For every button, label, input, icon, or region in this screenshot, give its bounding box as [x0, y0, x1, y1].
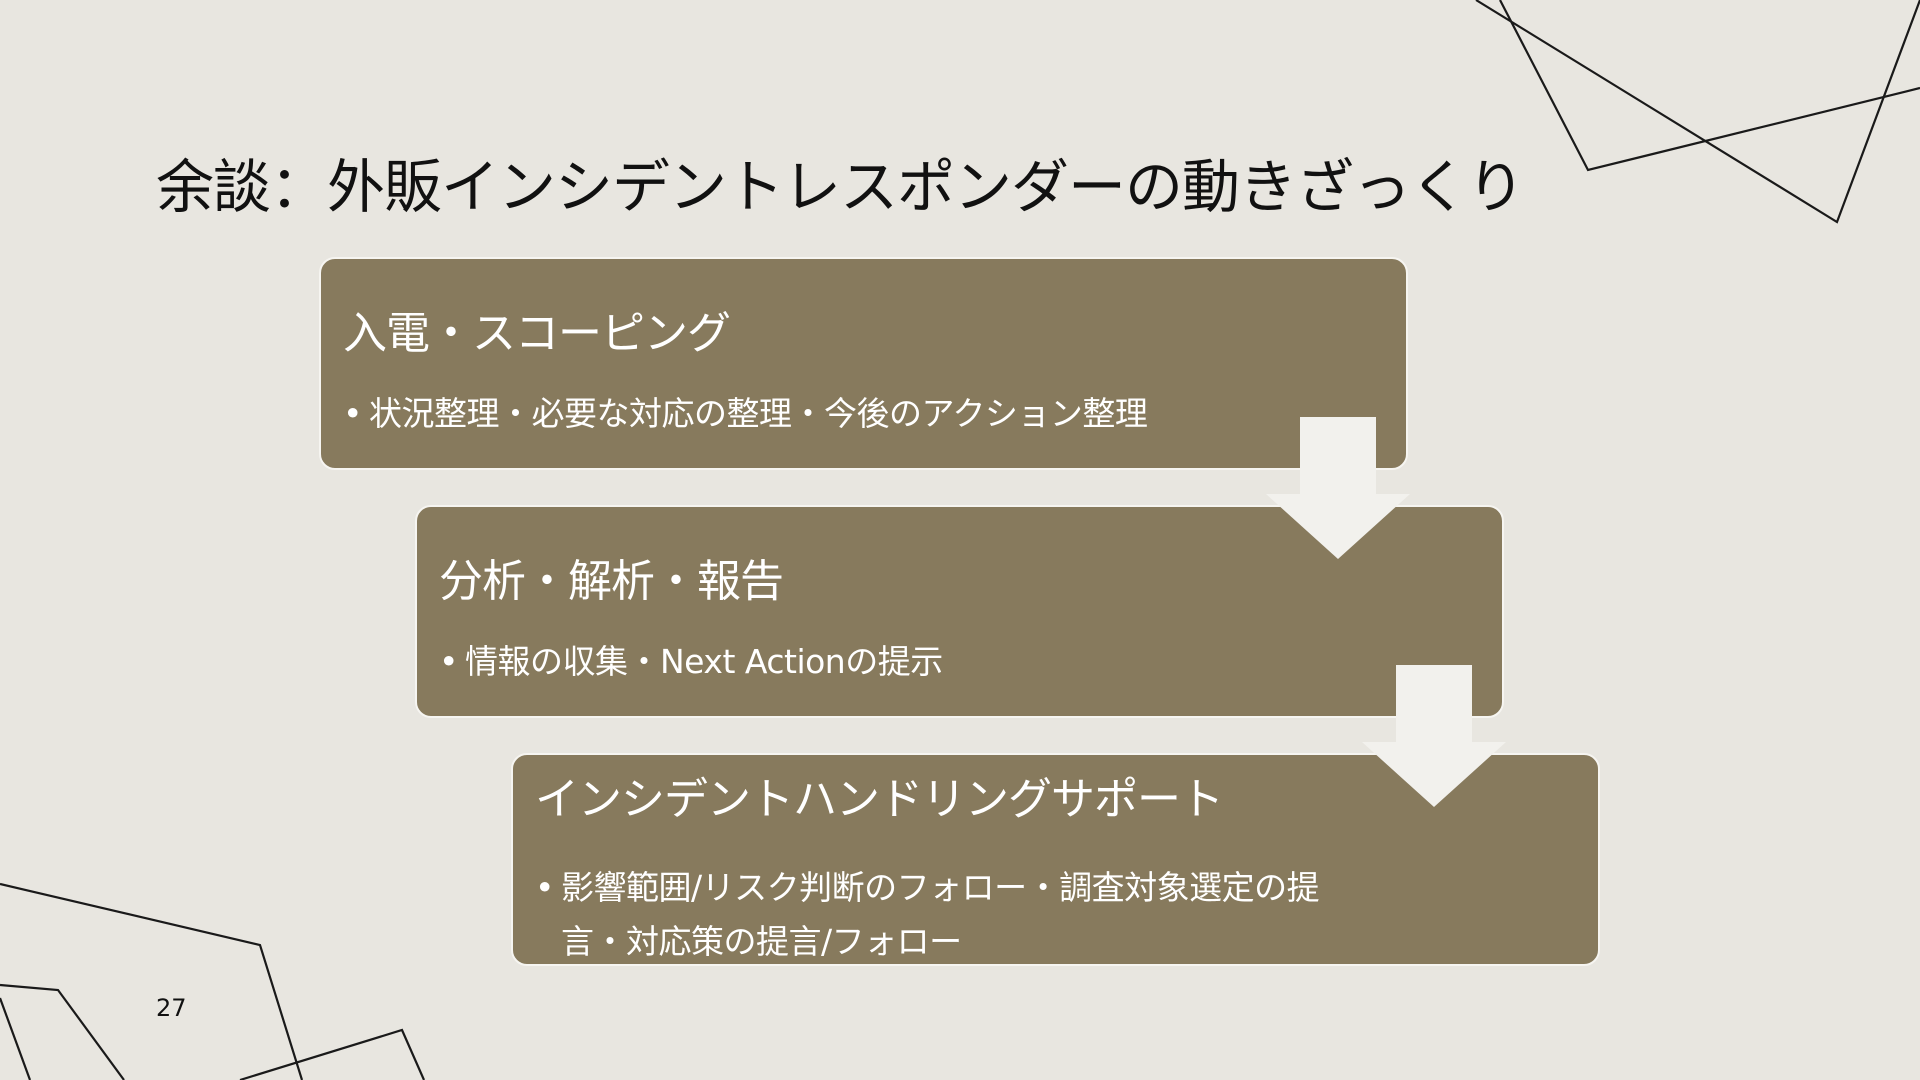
slide-title: 余談：外販インシデントレスポンダーの動きざっくり: [156, 153, 1525, 221]
step-bullet-handling-support: • 影響範囲/リスク判断のフォロー・調査対象選定の提 言・対応策の提言/フォロー: [535, 861, 1320, 969]
bullet-text-handling-support: 影響範囲/リスク判断のフォロー・調査対象選定の提 言・対応策の提言/フォロー: [561, 861, 1320, 969]
step-bullet-scoping: • 状況整理・必要な対応の整理・今後のアクション整理: [343, 387, 1148, 441]
page-number: 27: [156, 994, 187, 1022]
bullet-dot: •: [343, 394, 362, 433]
step-bullet-analysis: • 情報の収集・Next Actionの提示: [439, 635, 943, 689]
step-box-scoping: 入電・スコーピング • 状況整理・必要な対応の整理・今後のアクション整理: [319, 257, 1408, 470]
bullet-line-1: 影響範囲/リスク判断のフォロー・調査対象選定の提: [561, 868, 1320, 907]
bottom-left-peak-line: [239, 1028, 426, 1080]
bullet-line-2: 言・対応策の提言/フォロー: [561, 922, 962, 961]
top-right-triangle-line: [1499, 0, 1920, 172]
bottom-left-small-line: [0, 983, 125, 1080]
step-title-analysis: 分析・解析・報告: [439, 556, 784, 607]
top-right-diagonal-line: [1475, 0, 1920, 224]
down-arrow-icon: [1266, 417, 1410, 559]
step-title-handling-support: インシデントハンドリングサポート: [535, 774, 1224, 825]
step-title-scoping: 入電・スコーピング: [343, 308, 731, 359]
down-arrow-icon: [1362, 665, 1506, 807]
bullet-dot: •: [535, 868, 554, 907]
bullet-text-analysis: 情報の収集・Next Actionの提示: [465, 642, 943, 681]
bottom-left-polyline: [0, 882, 304, 1080]
bullet-dot: •: [439, 642, 458, 681]
bottom-left-corner-line: [0, 997, 32, 1080]
step-box-analysis: 分析・解析・報告 • 情報の収集・Next Actionの提示: [415, 505, 1504, 718]
bullet-text-scoping: 状況整理・必要な対応の整理・今後のアクション整理: [369, 394, 1148, 433]
